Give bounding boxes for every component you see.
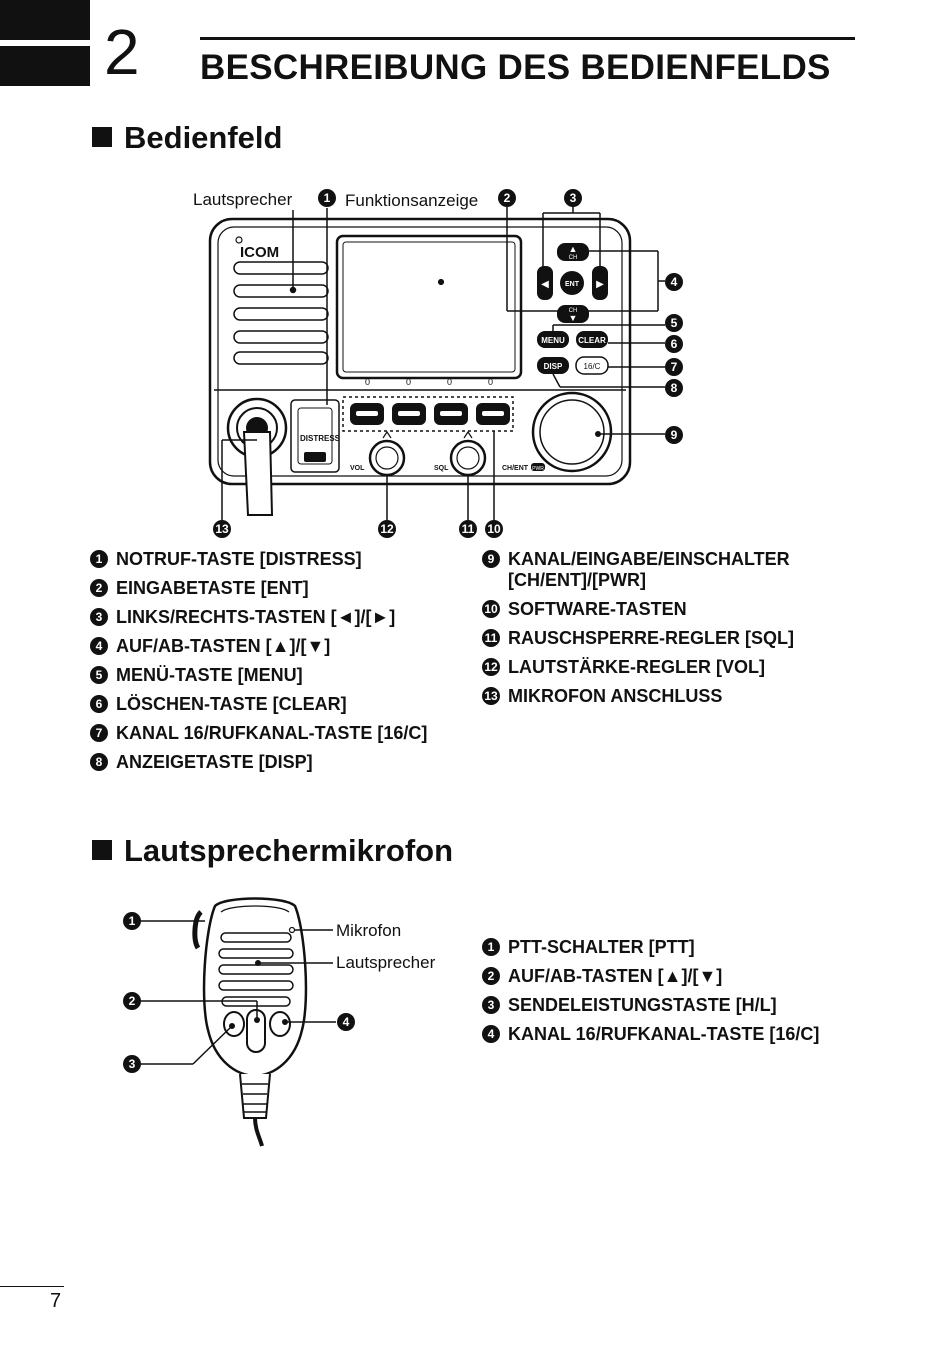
- callout-mic-lautsprecher: Lautsprecher: [336, 953, 436, 972]
- marker-3: 3: [564, 189, 582, 207]
- svg-text:DISTRESS: DISTRESS: [300, 434, 341, 443]
- left-key: [537, 266, 553, 300]
- mic-marker-4: 4: [337, 1013, 355, 1031]
- speaker-grill: [233, 261, 329, 365]
- radio-body: [208, 217, 632, 486]
- ent-key: [560, 271, 584, 295]
- svg-text:0: 0: [365, 377, 370, 387]
- right-key: [592, 266, 608, 300]
- disp-key: [537, 357, 569, 374]
- sql-knob: [449, 439, 487, 477]
- marker-12: 12: [378, 520, 396, 538]
- chapter-tab: [0, 0, 90, 88]
- up-down-key: [246, 1009, 266, 1053]
- svg-text:SQL: SQL: [434, 465, 449, 472]
- mic-body: [202, 897, 308, 1078]
- marker-10: 10: [485, 520, 503, 538]
- chapter-number: 2: [104, 16, 140, 88]
- svg-text:CH: CH: [569, 308, 578, 314]
- svg-text:DISP: DISP: [544, 362, 563, 371]
- display-bezel: [335, 234, 523, 380]
- svg-text:CLEAR: CLEAR: [578, 336, 606, 345]
- ch-ent-knob: [531, 391, 613, 473]
- brand-logo: ICOM: [240, 244, 279, 261]
- callout-funktionsanzeige: Funktionsanzeige: [345, 191, 479, 210]
- svg-text:▼: ▼: [569, 313, 578, 323]
- marker-1: 1: [318, 189, 336, 207]
- marker-7: 7: [665, 358, 683, 376]
- page-number: 7: [50, 1290, 62, 1312]
- menu-key: [537, 331, 569, 348]
- callout-mikrofon: Mikrofon: [336, 921, 402, 940]
- mic-marker-3: 3: [123, 1055, 141, 1073]
- svg-text:MENU: MENU: [541, 336, 565, 345]
- mic-speaker-grill: [218, 932, 294, 1007]
- marker-11: 11: [459, 520, 477, 538]
- svg-text:16/C: 16/C: [584, 362, 601, 371]
- clear-key: [576, 331, 608, 348]
- marker-5: 5: [665, 314, 683, 332]
- section-heading-bedienfeld: Bedienfeld: [92, 120, 282, 156]
- chapter-title: BESCHREIBUNG DES BEDIENFELDS: [200, 48, 831, 87]
- c16-key: [575, 356, 609, 375]
- up-key: [557, 243, 589, 261]
- svg-text:VOL: VOL: [350, 465, 365, 472]
- down-key: [557, 305, 589, 323]
- mic-marker-2: 2: [123, 992, 141, 1010]
- svg-text:CH/ENT: CH/ENT: [502, 465, 529, 472]
- svg-text:0: 0: [488, 377, 493, 387]
- section-heading-lautsprechermikrofon: Lautsprechermikrofon: [92, 833, 453, 869]
- svg-text:0: 0: [447, 377, 452, 387]
- callout-lautsprecher: Lautsprecher: [193, 190, 293, 209]
- svg-text:ENT: ENT: [565, 281, 580, 288]
- hl-key: [223, 1011, 245, 1037]
- c16-mic-key: [269, 1011, 291, 1037]
- svg-text:CH: CH: [569, 255, 578, 261]
- title-rule: [200, 37, 855, 40]
- footer-rule: [0, 1286, 64, 1287]
- mic-connector: [226, 397, 288, 459]
- marker-9: 9: [665, 426, 683, 444]
- svg-text:▶: ▶: [596, 279, 604, 290]
- svg-text:◀: ◀: [541, 279, 549, 290]
- marker-13: 13: [213, 520, 231, 538]
- distress-cover: [290, 399, 340, 473]
- marker-2: 2: [498, 189, 516, 207]
- svg-text:0: 0: [406, 377, 411, 387]
- software-keys: [350, 403, 510, 425]
- marker-6: 6: [665, 335, 683, 353]
- marker-8: 8: [665, 379, 683, 397]
- mic-marker-1: 1: [123, 912, 141, 930]
- marker-4: 4: [665, 273, 683, 291]
- svg-text:▲: ▲: [569, 244, 578, 254]
- svg-text:PWR: PWR: [532, 466, 544, 472]
- vol-knob: [368, 439, 406, 477]
